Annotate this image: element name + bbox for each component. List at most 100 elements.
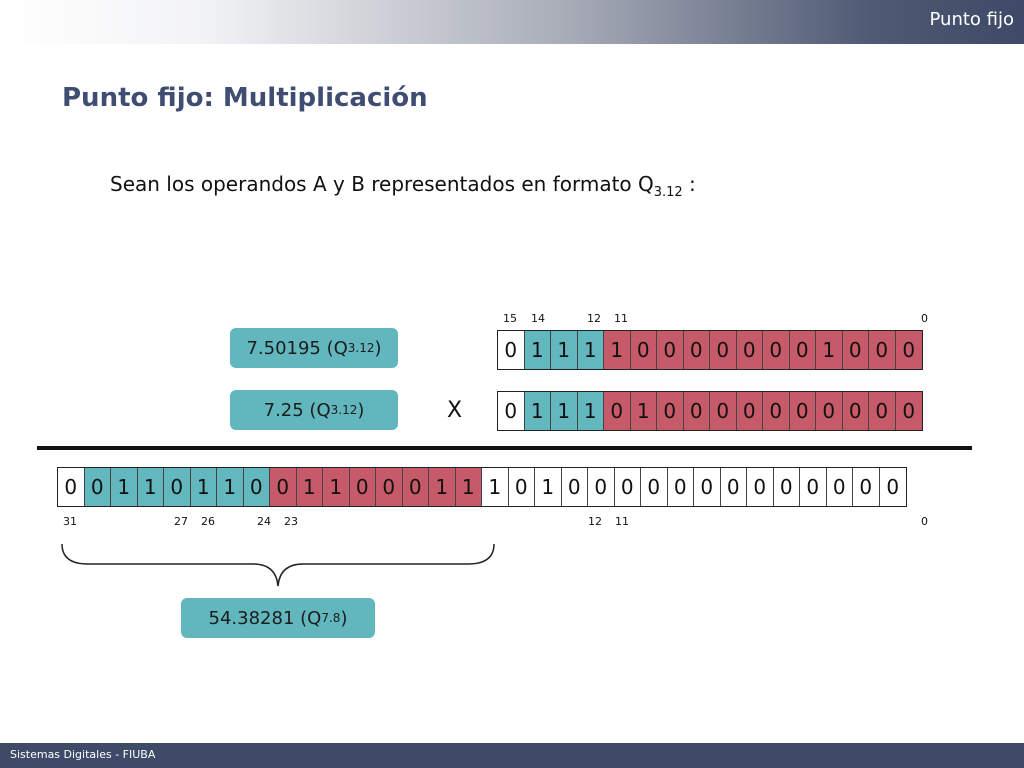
- operand-b-close: ): [357, 399, 365, 421]
- bit-cell: 0: [789, 331, 816, 369]
- bit-cell: 1: [296, 468, 323, 506]
- bit-index-label: 24: [257, 515, 271, 528]
- bit-cell: 1: [551, 392, 578, 430]
- bit-cell: 0: [667, 468, 694, 506]
- bit-cell: 0: [710, 331, 737, 369]
- bit-cell: 0: [588, 468, 615, 506]
- bit-cell: 1: [577, 331, 604, 369]
- bit-cell: 1: [455, 468, 482, 506]
- bit-cell: 0: [630, 331, 657, 369]
- bit-cell: 0: [694, 468, 721, 506]
- bit-index-label: 0: [921, 515, 928, 528]
- multiply-operator: X: [447, 398, 463, 423]
- subtitle-format-sub: 3.12: [653, 185, 683, 200]
- bit-cell: 0: [84, 468, 111, 506]
- bit-cell: 1: [111, 468, 138, 506]
- result-value: 54.38281 (Q: [208, 607, 322, 629]
- bit-cell: 0: [736, 331, 763, 369]
- curly-brace-icon: [61, 543, 495, 587]
- bit-cell: 0: [720, 468, 747, 506]
- result-format: 7.8: [321, 611, 341, 625]
- section-title: Punto fijo: [929, 9, 1015, 30]
- operand-a-format: 3.12: [347, 341, 375, 355]
- bit-cell: 0: [376, 468, 403, 506]
- bit-cell: 1: [524, 392, 551, 430]
- bit-cell: 1: [577, 392, 604, 430]
- result-close: ): [340, 607, 348, 629]
- subtitle-tail: :: [682, 172, 696, 196]
- header-bar: Punto fijo: [0, 0, 1024, 44]
- slide-title: Punto fijo: Multiplicación: [62, 83, 428, 113]
- bit-cell: 0: [800, 468, 827, 506]
- bit-cell: 1: [190, 468, 217, 506]
- bit-cell: 0: [842, 331, 869, 369]
- bit-index-label: 11: [615, 515, 629, 528]
- bit-cell: 1: [217, 468, 244, 506]
- bit-cell: 0: [736, 392, 763, 430]
- bit-cell: 0: [869, 331, 896, 369]
- bit-cell: 1: [429, 468, 456, 506]
- bit-cell: 0: [243, 468, 270, 506]
- operand-b-value: 7.25 (Q: [263, 399, 331, 421]
- bit-cell: 0: [604, 392, 631, 430]
- footer-text: Sistemas Digitales - FIUBA: [10, 748, 156, 761]
- bit-cell: 0: [763, 392, 790, 430]
- operand-a-close: ): [374, 337, 382, 359]
- bit-index-label: 0: [921, 312, 928, 325]
- bit-index-label: 31: [63, 515, 77, 528]
- bit-index-label: 12: [588, 515, 602, 528]
- footer-bar: Sistemas Digitales - FIUBA: [0, 743, 1024, 768]
- bit-cell: 0: [657, 392, 684, 430]
- bit-cell: 0: [710, 392, 737, 430]
- bit-cell: 0: [842, 392, 869, 430]
- bit-cell: 0: [869, 392, 896, 430]
- operand-b-format: 3.12: [330, 403, 358, 417]
- subtitle-text: Sean los operandos A y B representados e…: [110, 172, 654, 196]
- bit-cell: 0: [789, 392, 816, 430]
- bit-cell: 0: [773, 468, 800, 506]
- bit-cell: 0: [826, 468, 853, 506]
- bit-index-label: 12: [587, 312, 601, 325]
- bit-cell: 0: [508, 468, 535, 506]
- bit-index-label: 14: [531, 312, 545, 325]
- bit-index-label: 26: [201, 515, 215, 528]
- bit-cell: 0: [498, 392, 525, 430]
- bit-cell: 1: [137, 468, 164, 506]
- bit-cell: 1: [551, 331, 578, 369]
- subtitle: Sean los operandos A y B representados e…: [110, 172, 696, 200]
- bit-cell: 0: [402, 468, 429, 506]
- bit-cell: 0: [164, 468, 191, 506]
- divider-line: [37, 446, 972, 450]
- bit-index-label: 15: [503, 312, 517, 325]
- bit-cell: 0: [683, 392, 710, 430]
- bit-index-label: 27: [174, 515, 188, 528]
- bit-cell: 1: [524, 331, 551, 369]
- bit-cell: 0: [879, 468, 906, 506]
- bit-cell: 0: [270, 468, 297, 506]
- bit-cell: 0: [349, 468, 376, 506]
- bit-cell: 1: [323, 468, 350, 506]
- bit-cell: 0: [816, 392, 843, 430]
- bit-cell: 1: [535, 468, 562, 506]
- bit-index-label: 11: [614, 312, 628, 325]
- bit-cell: 0: [895, 331, 922, 369]
- bit-index-label: 23: [284, 515, 298, 528]
- bit-cell: 0: [683, 331, 710, 369]
- bit-cell: 0: [561, 468, 588, 506]
- bit-cell: 1: [604, 331, 631, 369]
- bit-cell: 0: [853, 468, 880, 506]
- bit-cell: 1: [630, 392, 657, 430]
- bit-cell: 0: [614, 468, 641, 506]
- bit-cell: 0: [747, 468, 774, 506]
- bit-cell: 1: [816, 331, 843, 369]
- bit-cell: 0: [657, 331, 684, 369]
- operand-a-value: 7.50195 (Q: [246, 337, 348, 359]
- bit-cell: 0: [641, 468, 668, 506]
- bit-cell: 0: [763, 331, 790, 369]
